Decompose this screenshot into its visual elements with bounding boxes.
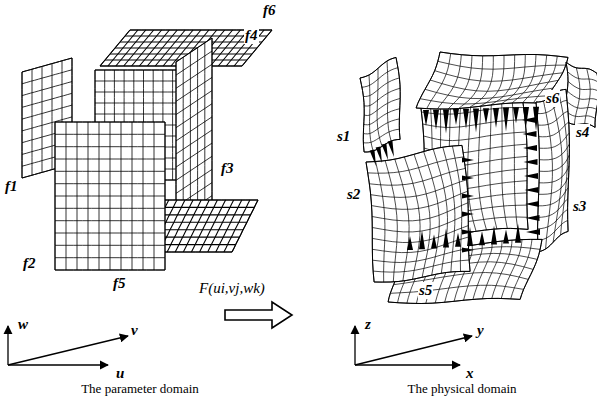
spike <box>443 229 449 248</box>
spike <box>463 109 469 129</box>
surface-label: s1 <box>336 128 351 145</box>
face-label: f4 <box>244 27 259 44</box>
domain-caption: The physical domain <box>407 382 516 396</box>
spike <box>523 145 537 151</box>
spike <box>443 109 449 133</box>
surface-label: s4 <box>575 124 590 141</box>
axis-label: w <box>18 316 28 333</box>
spike <box>376 146 382 163</box>
spike <box>493 108 499 128</box>
spike <box>523 107 529 127</box>
axis-label: v <box>131 322 138 339</box>
grid-face <box>55 122 165 270</box>
axis-label: x <box>466 365 474 382</box>
spike <box>382 143 388 160</box>
mapping-label: F(ui,vj,wk) <box>198 280 266 297</box>
face-label: f2 <box>22 255 37 272</box>
face-label: f1 <box>4 178 19 195</box>
spike <box>491 225 497 244</box>
surface-label: s6 <box>545 90 560 107</box>
axis-label: z <box>365 316 371 333</box>
surface-mesh <box>360 57 400 152</box>
spike <box>433 110 439 130</box>
surface-mesh <box>564 62 597 127</box>
spike <box>515 224 521 243</box>
spike <box>479 231 485 245</box>
spike <box>526 215 540 221</box>
spike <box>525 201 539 207</box>
spike <box>431 234 437 248</box>
spike <box>473 109 479 133</box>
spike <box>407 236 413 250</box>
spike <box>467 227 473 246</box>
spike <box>523 131 537 137</box>
surface-label: s2 <box>346 186 361 203</box>
spike <box>462 176 474 181</box>
spike <box>462 230 474 235</box>
spike <box>513 107 519 123</box>
spike <box>462 248 474 253</box>
spike <box>462 158 474 163</box>
domain-caption: The parameter domain <box>81 382 199 396</box>
spike <box>525 187 539 193</box>
spike <box>453 109 459 125</box>
mapping-arrow <box>225 302 292 328</box>
spike <box>370 149 376 166</box>
spike <box>526 229 540 235</box>
spike <box>419 230 425 249</box>
grid-surfaces <box>22 30 597 304</box>
spike <box>388 140 394 157</box>
normal-spikes <box>370 107 540 253</box>
axis-label: u <box>116 365 124 382</box>
spike <box>423 110 429 126</box>
spike <box>455 233 461 247</box>
surface-mesh <box>416 52 568 109</box>
spike <box>503 108 509 132</box>
face-label: f6 <box>262 2 277 19</box>
surface-mesh <box>536 89 569 252</box>
axis-label: y <box>477 322 484 339</box>
axes-physical <box>355 326 472 365</box>
spike <box>522 117 536 123</box>
face-label: f5 <box>112 275 127 292</box>
spike <box>503 230 509 244</box>
spike <box>483 108 489 124</box>
surface-label: s3 <box>572 198 587 215</box>
face-label: f3 <box>220 160 235 177</box>
spike <box>462 212 474 217</box>
spike <box>524 159 538 165</box>
surface-label: s5 <box>418 282 433 299</box>
spike <box>462 194 474 199</box>
spike <box>524 173 538 179</box>
surface-mesh <box>366 145 470 282</box>
